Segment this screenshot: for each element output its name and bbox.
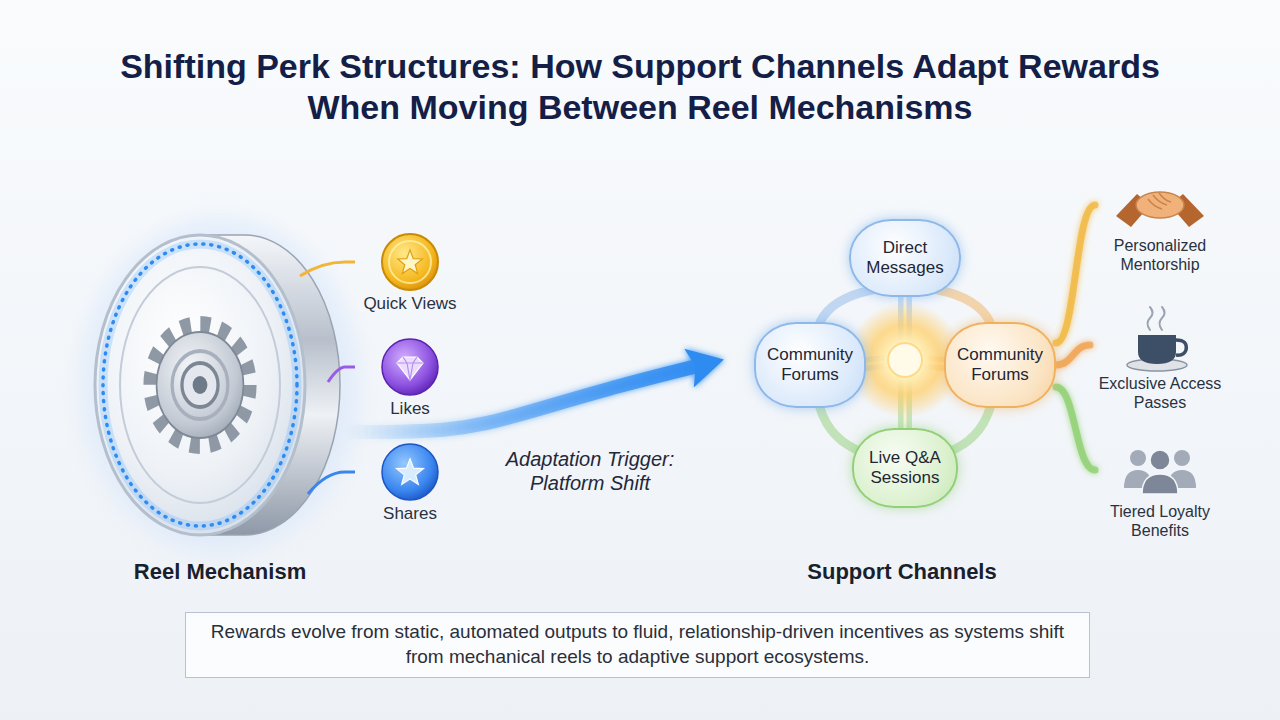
- channel-blob: Community Forums: [944, 322, 1056, 408]
- reel-inner-ring: [120, 267, 280, 503]
- gear-axle: [193, 376, 208, 394]
- coin-icon: [382, 234, 438, 290]
- caption-text: Rewards evolve from static, automated ou…: [200, 620, 1075, 669]
- node-label: Reel Mechanism: [134, 559, 306, 585]
- node-label: Community Forums: [954, 345, 1046, 386]
- reel-light-ring: [103, 244, 297, 526]
- title-area: Shifting Perk Structures: How Support Ch…: [0, 46, 1280, 128]
- node-label: Likes: [355, 399, 465, 419]
- share-icon: [382, 444, 438, 500]
- reward-icon-node: Likes: [355, 337, 465, 419]
- node-label: Quick Views: [355, 294, 465, 314]
- hub-petal: [820, 408, 862, 452]
- perk-stream: [1056, 345, 1090, 365]
- coffee-cup: [1138, 335, 1176, 364]
- share-star: [396, 459, 423, 485]
- handshake-hands: [1136, 192, 1184, 218]
- gear-hub: [182, 363, 218, 407]
- hub-petal: [938, 290, 990, 322]
- node-label: Tiered Loyalty Benefits: [1095, 502, 1225, 540]
- reel-face: [95, 235, 305, 535]
- reward-icon-node: Quick Views: [355, 232, 465, 314]
- edge-label: Adaptation Trigger: Platform Shift: [490, 447, 690, 495]
- reel-led-ring: [103, 244, 297, 526]
- node-label: Support Channels: [807, 559, 996, 585]
- gem-facets: [397, 357, 423, 380]
- perk-stream: [1056, 205, 1095, 343]
- reel-node: Reel Mechanism: [95, 228, 345, 585]
- channel-blob: Community Forums: [754, 322, 866, 408]
- reward-link: [345, 261, 355, 264]
- perk-node: Personalized Mentorship: [1095, 170, 1225, 274]
- reel-illustration: [80, 217, 360, 553]
- reward-link: [345, 366, 355, 369]
- reward-icons: [382, 234, 438, 500]
- node-label: Exclusive Access Passes: [1090, 374, 1230, 412]
- gear-body: [157, 332, 244, 438]
- hub-orb: [888, 343, 922, 377]
- perk-node: Exclusive Access Passes: [1090, 312, 1230, 412]
- channel-blob: Direct Messages: [849, 219, 961, 297]
- hub-petal: [820, 290, 872, 322]
- person-head: [1130, 450, 1146, 466]
- coin-star: [398, 250, 423, 274]
- node-label: Personalized Mentorship: [1095, 236, 1225, 274]
- gear: [151, 325, 249, 445]
- coffee-handle: [1176, 340, 1186, 355]
- coin-rim: [389, 241, 431, 283]
- title-text: Shifting Perk Structures: How Support Ch…: [100, 46, 1180, 128]
- reward-icon-node: Shares: [355, 442, 465, 524]
- channel-blob: Live Q&A Sessions: [852, 428, 958, 508]
- coffee-steam: [1148, 307, 1165, 330]
- person-head: [1174, 450, 1190, 466]
- reward-link: [345, 471, 355, 474]
- caption-box: Rewards evolve from static, automated ou…: [185, 612, 1090, 678]
- node-label: Live Q&A Sessions: [862, 448, 948, 489]
- edge-label-box: Adaptation Trigger: Platform Shift: [490, 447, 690, 495]
- node-label: Direct Messages: [859, 238, 951, 279]
- person-body: [1142, 474, 1178, 494]
- handshake-fingers: [1148, 193, 1171, 209]
- gear-teeth: [151, 325, 249, 445]
- perk-stream: [1056, 387, 1095, 470]
- person-head: [1150, 450, 1170, 470]
- transition-arrow: [345, 360, 722, 432]
- gem-shape: [397, 357, 423, 380]
- node-label: Community Forums: [764, 345, 856, 386]
- perk-node: Tiered Loyalty Benefits: [1095, 440, 1225, 540]
- gear-ring: [172, 351, 228, 419]
- support-cluster: Support Channels Direct MessagesCommunity…: [722, 200, 1082, 585]
- reel-lead-line: [308, 472, 345, 494]
- reel-glow: [80, 217, 360, 553]
- node-label: Shares: [355, 504, 465, 524]
- reel-lead-line: [328, 367, 345, 382]
- gem-icon: [382, 339, 438, 395]
- reel-lead-line: [300, 262, 345, 276]
- hub-petal: [948, 408, 990, 452]
